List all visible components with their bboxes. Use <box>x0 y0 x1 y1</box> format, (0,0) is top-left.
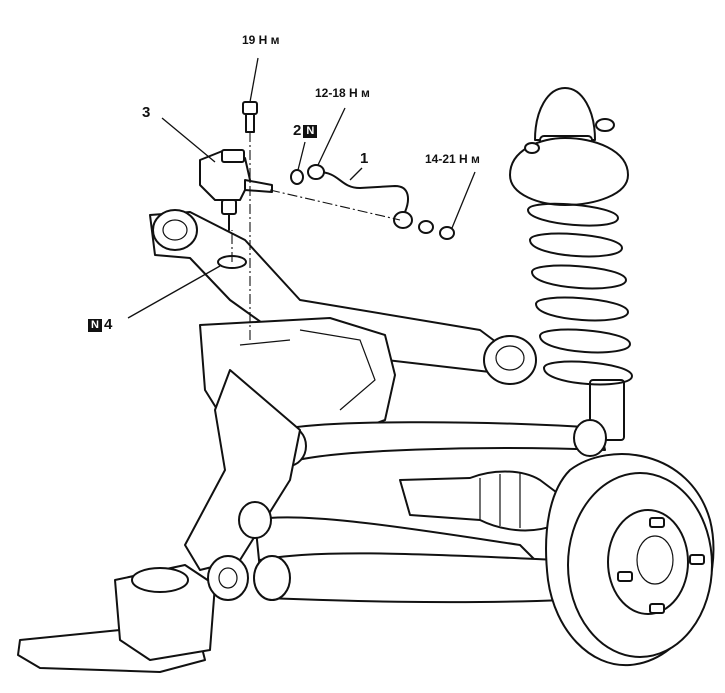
crossmember <box>149 209 537 385</box>
link-axis <box>269 189 401 221</box>
leader-part-2 <box>297 141 306 171</box>
torque-bolt-text: 19 Н м <box>242 33 280 47</box>
torque-link-lower-text: 14-21 Н м <box>425 152 480 166</box>
height-sensor <box>199 149 273 231</box>
part-3-number: 3 <box>142 104 151 121</box>
lower-arms <box>184 369 566 604</box>
part-4-number: 4 <box>103 316 113 333</box>
leader-torque-link-upper <box>317 107 346 166</box>
torque-link-upper-text: 12-18 Н м <box>315 86 370 100</box>
lower-bracket <box>17 555 249 673</box>
coil-spring <box>527 202 633 386</box>
leader-part-1 <box>349 167 363 181</box>
link-rod <box>307 164 413 229</box>
part-4-new-tag: N <box>88 319 102 332</box>
part-1-number: 1 <box>360 150 369 167</box>
bolt <box>242 101 258 133</box>
washer-2 <box>290 169 304 185</box>
part-1-label: 1 <box>360 150 368 167</box>
part-3-label: 3 <box>142 104 150 121</box>
part-2-new-tag: N <box>303 125 318 138</box>
part-2-number: 2 <box>293 122 302 139</box>
leader-part-3 <box>161 117 216 163</box>
torque-bolt-label: 19 Н м <box>242 33 280 47</box>
torque-link-upper-label: 12-18 Н м <box>315 86 370 100</box>
leader-part-4 <box>127 265 221 319</box>
brake-disc-hub <box>545 453 715 667</box>
nut <box>439 226 455 240</box>
washer <box>418 220 434 234</box>
leader-torque-bolt <box>249 57 259 103</box>
leader-torque-link-lower <box>451 171 476 229</box>
upper-control-arm <box>269 419 607 467</box>
shock-absorber <box>509 87 629 441</box>
torque-link-lower-label: 14-21 Н м <box>425 152 480 166</box>
drive-shaft <box>399 470 561 532</box>
